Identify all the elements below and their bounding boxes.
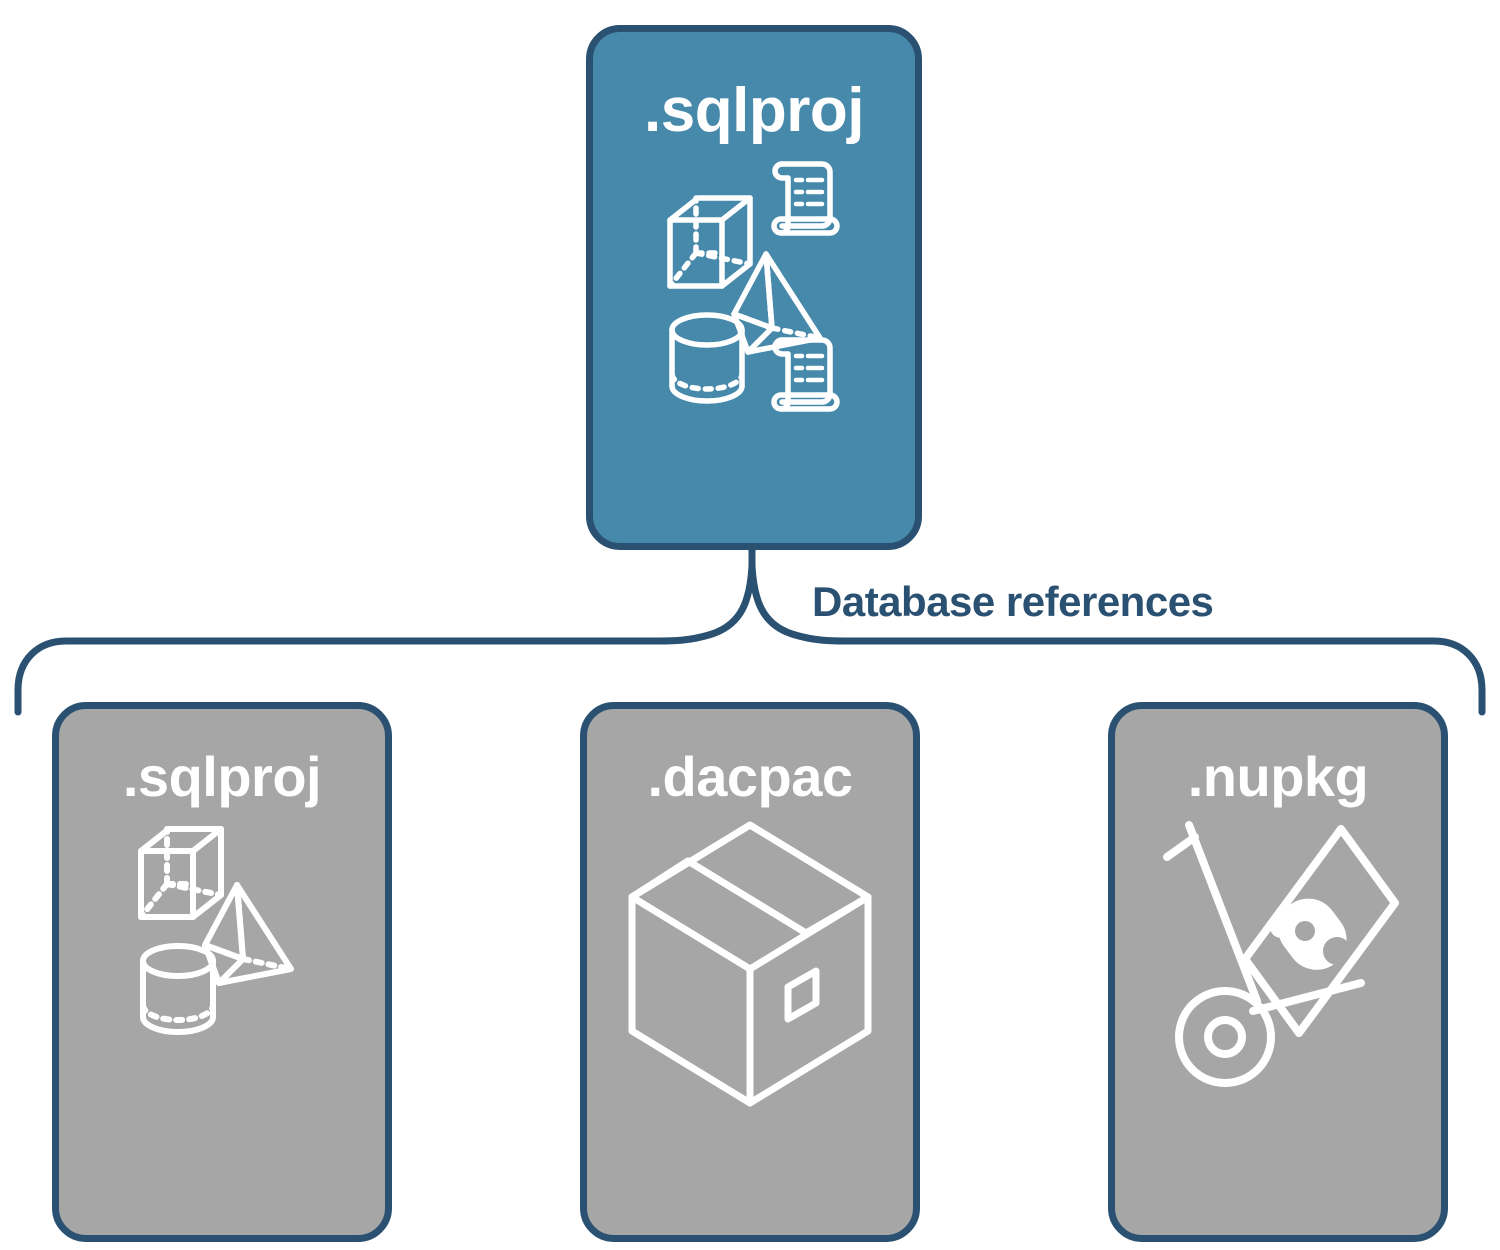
pyramid-icon [731,251,823,355]
node-sqlproj-root[interactable]: .sqlproj [586,25,922,550]
brace-right [748,562,1486,716]
nuget-holes [1295,921,1351,965]
scroll-icon [771,161,840,236]
node-sqlproj-child[interactable]: .sqlproj [52,702,392,1242]
geometry-and-scripts-icon-group [664,154,844,421]
cube-icon [138,826,224,920]
node-label-sqlproj-root: .sqlproj [644,76,864,145]
cube-icon [667,195,753,289]
cylinder-icon [140,943,216,1035]
node-label-dacpac: .dacpac [647,745,853,808]
scroll-icon [771,337,840,412]
shipping-box-icon-group [620,819,880,1114]
connector-label-database-references: Database references [812,578,1214,625]
hand-truck-icon-group [1153,819,1403,1104]
brace-left [14,562,756,716]
node-label-nupkg: .nupkg [1187,745,1369,808]
node-nupkg[interactable]: .nupkg [1108,702,1448,1242]
pyramid-icon [202,882,294,986]
cylinder-icon [669,312,745,404]
geometry-icon-group [117,819,327,1054]
node-label-sqlproj-child: .sqlproj [122,745,322,808]
hand-truck-package-icon [1163,821,1399,1087]
shipping-box-icon [628,821,872,1107]
node-dacpac[interactable]: .dacpac [580,702,920,1242]
